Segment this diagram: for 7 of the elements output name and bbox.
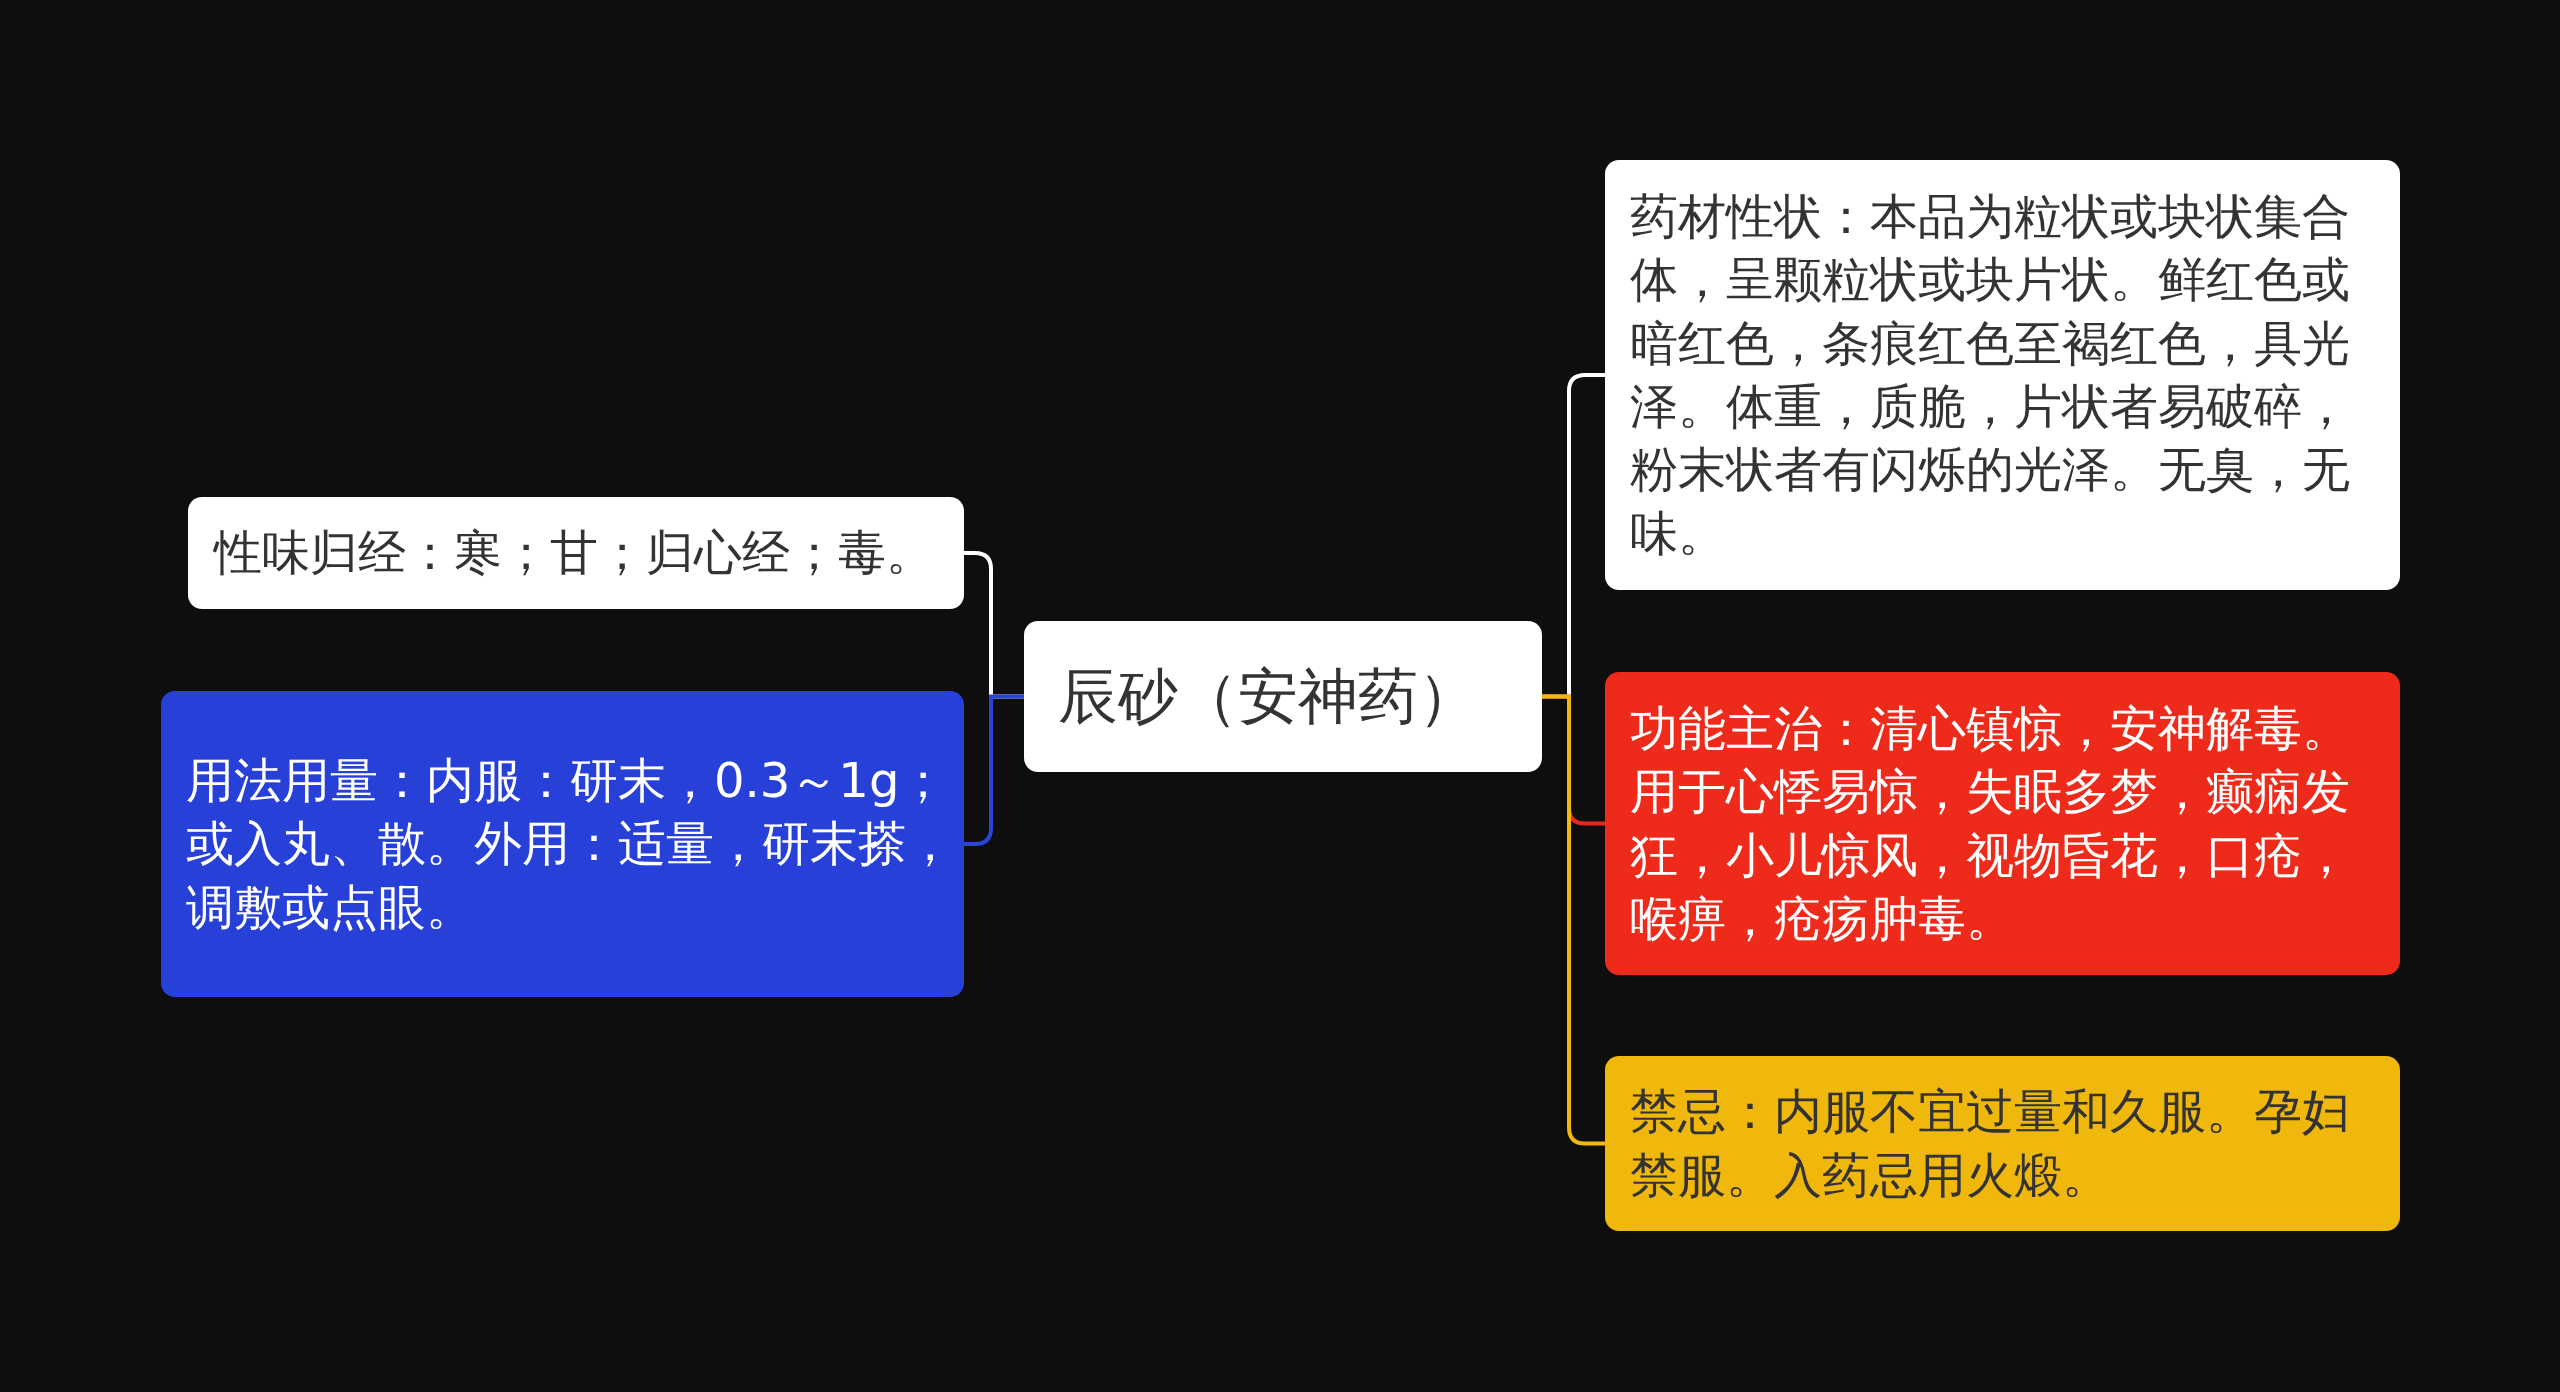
connector-line — [964, 694, 1024, 846]
topic-box: 性味归经：寒；甘；归心经；毒。 — [188, 497, 964, 609]
topic-box: 禁忌：内服不宜过量和久服。孕妇禁服。入药忌用火煅。 — [1605, 1056, 2400, 1231]
topic-box: 药材性状：本品为粒状或块状集合体，呈颗粒状或块片状。鲜红色或暗红色，条痕红色至褐红色，具光泽。体重，质脆，片状者易破碎，粉末状者有闪烁的光泽。无臭，无味。 — [1605, 160, 2400, 590]
central-topic-box: 辰砂（安神药） — [1024, 621, 1542, 772]
topic-box: 用法用量：内服：研末，0.3～1g；或入丸、散。外用：适量，研末搽，调敷或点眼。 — [161, 691, 964, 997]
topic-box: 功能主治：清心镇惊，安神解毒。用于心悸易惊，失眠多梦，癫痫发狂，小儿惊风，视物昏花，口疮，喉痹，疮疡肿毒。 — [1605, 672, 2400, 975]
